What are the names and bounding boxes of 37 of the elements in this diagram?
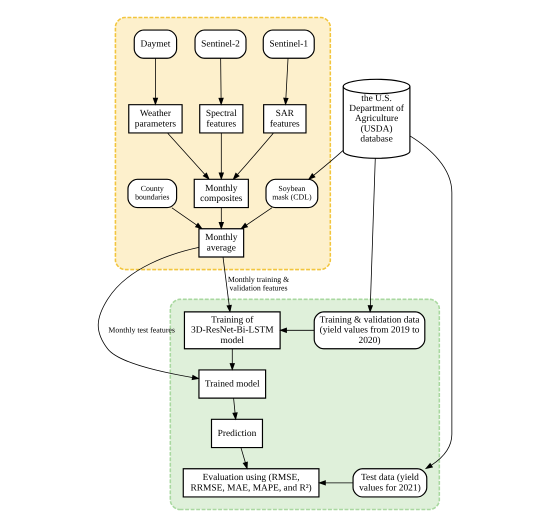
arrow (152, 58, 158, 106)
node-box: Weather parameters (128, 104, 183, 134)
arrow (218, 207, 224, 230)
node-box: Evaluation using (RMSE, RRMSE, MAE, MAPE, and R²) (182, 468, 320, 498)
node-box: SAR features (263, 104, 307, 134)
node-box: Trained model (198, 369, 266, 399)
node-box: County boundaries (127, 178, 178, 208)
arrow (98, 247, 200, 380)
cluster (114, 16, 332, 270)
node-box: Prediction (210, 418, 264, 448)
node-box: Test data (yield values for 2021) (352, 468, 428, 498)
arrow (171, 207, 203, 230)
node-box: Monthly composites (194, 178, 249, 208)
arrow (318, 480, 354, 486)
arrow (240, 447, 248, 470)
node-box: Daymet (134, 29, 178, 59)
edge-label: Monthly training & validation features (228, 275, 290, 293)
arrow (230, 348, 236, 371)
edge-label: Monthly test features (108, 325, 175, 334)
arrow (232, 132, 274, 180)
arrow (240, 207, 272, 230)
arrow (232, 398, 238, 420)
node-box: Soybean mask (CDL) (265, 178, 318, 208)
node-box: Spectral features (199, 104, 244, 134)
arrow (218, 58, 224, 106)
arrow (279, 328, 314, 334)
arrow (410, 136, 452, 470)
node-box: Sentinel-1 (262, 29, 315, 59)
node-box: Sentinel-2 (194, 29, 247, 59)
node-box: Monthly average (198, 228, 244, 258)
arrow (167, 132, 210, 180)
node-box: Training of 3D-ResNet-Bi-LSTM model (184, 311, 281, 350)
arrow (218, 132, 224, 180)
arrow (283, 58, 289, 106)
arrow (368, 158, 376, 314)
arrow (308, 150, 344, 180)
node-box: Training & validation data (yield values from 2019 to 2020) (314, 311, 426, 350)
